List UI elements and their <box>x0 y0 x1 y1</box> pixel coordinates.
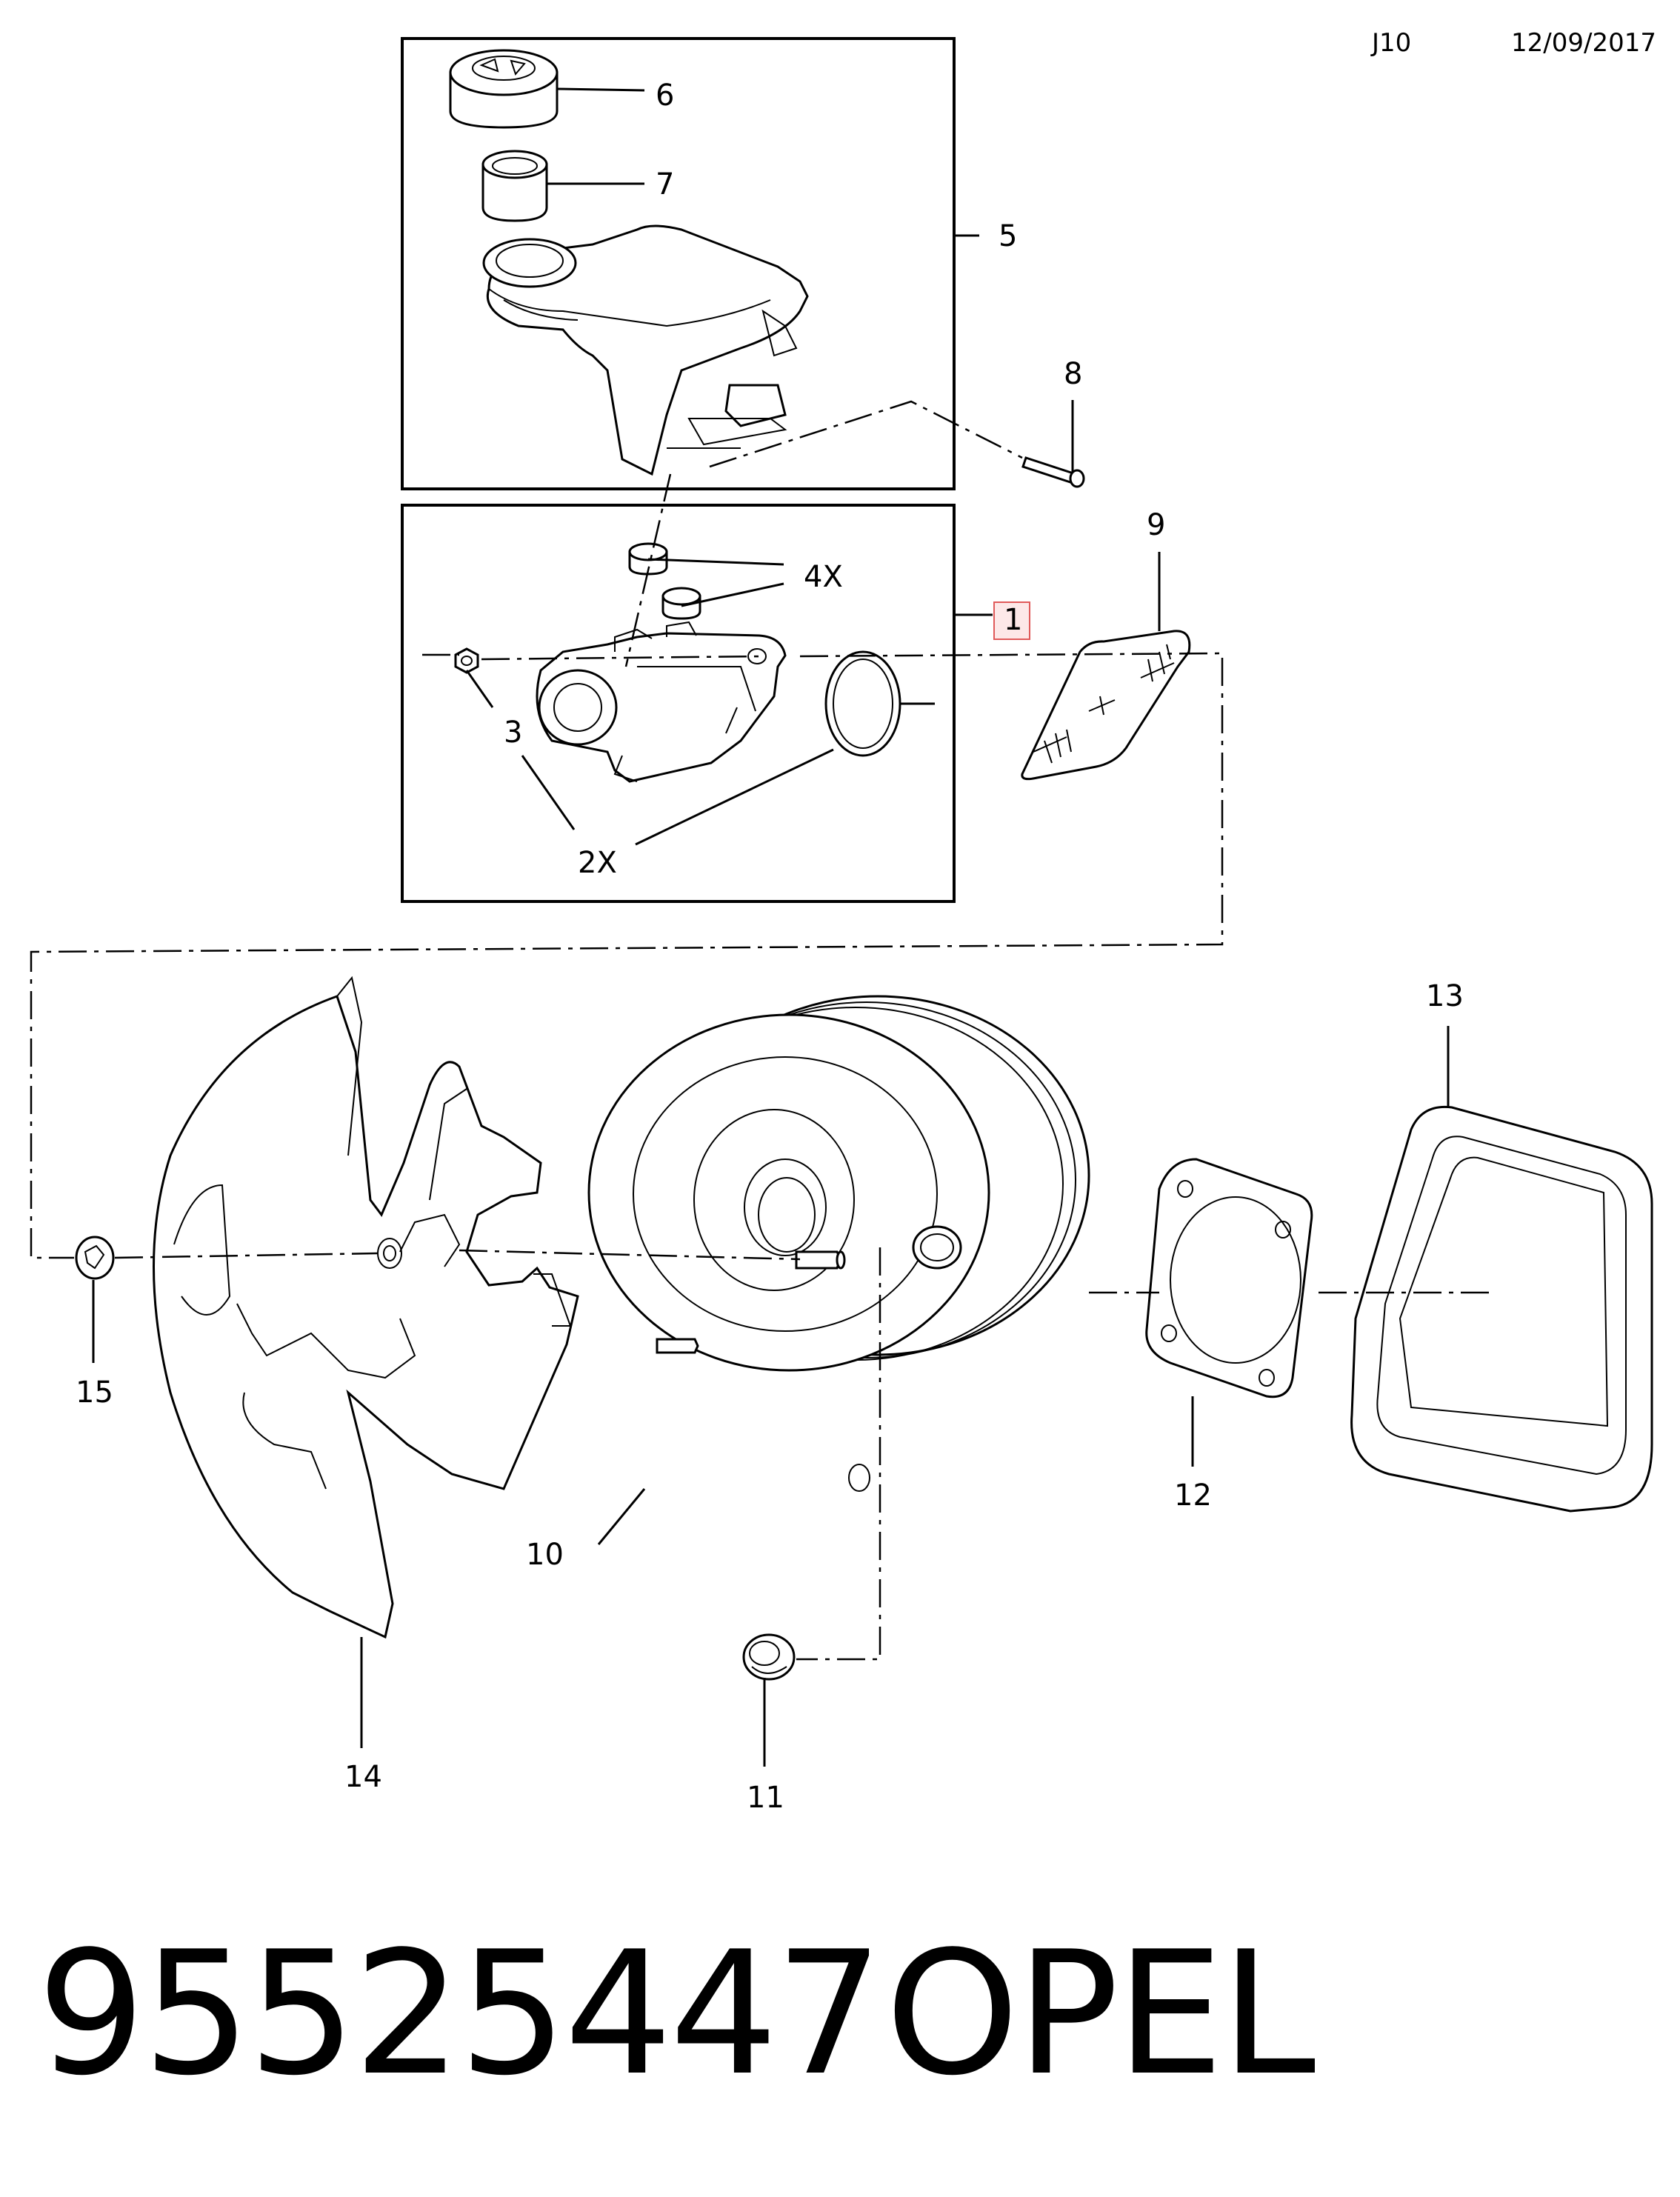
reservoir-cap[interactable] <box>449 49 559 129</box>
assembly-line-booster <box>459 1249 801 1261</box>
callout-5: 5 <box>999 219 1017 253</box>
brake-fluid-reservoir[interactable] <box>482 224 809 476</box>
heat-shield-plate[interactable] <box>153 976 579 1639</box>
callout-4x: 4X <box>804 560 843 594</box>
callout-15: 15 <box>76 1376 113 1410</box>
assembly-line-reservoir <box>624 473 672 667</box>
callout-10: 10 <box>526 1538 564 1572</box>
leader-2x <box>521 702 935 846</box>
callout-12: 12 <box>1174 1478 1212 1513</box>
brand-name: OPEL <box>885 1916 1316 2113</box>
leader-6 <box>556 87 645 92</box>
assembly-line-pin <box>709 400 1023 468</box>
leader-10 <box>597 1488 646 1545</box>
booster-mounting-gasket[interactable] <box>1145 1158 1313 1398</box>
callout-9: 9 <box>1147 508 1165 542</box>
callout-2x: 2X <box>578 846 617 880</box>
assembly-line-main <box>30 652 1224 1259</box>
booster-nut[interactable] <box>742 1633 796 1681</box>
callout-1: 1 <box>1004 603 1022 637</box>
brake-master-cylinder[interactable] <box>536 621 787 783</box>
leader-3 <box>465 670 494 708</box>
master-cylinder-group-box <box>401 504 956 903</box>
callout-7: 7 <box>656 167 674 201</box>
callout-1-highlight <box>993 601 1030 640</box>
retaining-pin[interactable] <box>1021 456 1085 488</box>
reservoir-cap-seal[interactable] <box>481 150 548 222</box>
callout-6: 6 <box>656 79 674 113</box>
assembly-line-bolt <box>114 1252 379 1259</box>
callout-14: 14 <box>344 1760 382 1794</box>
master-cylinder-o-ring[interactable] <box>824 650 901 757</box>
callout-13: 13 <box>1426 979 1464 1013</box>
reservoir-group-box <box>401 37 956 490</box>
booster-seal-frame[interactable] <box>1350 1105 1653 1513</box>
gasket[interactable] <box>1021 630 1191 781</box>
callout-11: 11 <box>747 1781 784 1815</box>
callout-8: 8 <box>1064 357 1082 391</box>
part-number: 95525447 <box>37 1916 884 2113</box>
callout-3: 3 <box>504 716 522 750</box>
bolt[interactable] <box>75 1236 115 1280</box>
reservoir-grommet-seals[interactable] <box>628 542 701 620</box>
leader-4x <box>647 558 784 607</box>
diagram-date: 12/09/2017 <box>1511 28 1656 58</box>
brake-booster[interactable] <box>587 995 1090 1492</box>
diagram-code: J10 <box>1372 28 1412 58</box>
master-cylinder-nut[interactable] <box>454 647 479 674</box>
